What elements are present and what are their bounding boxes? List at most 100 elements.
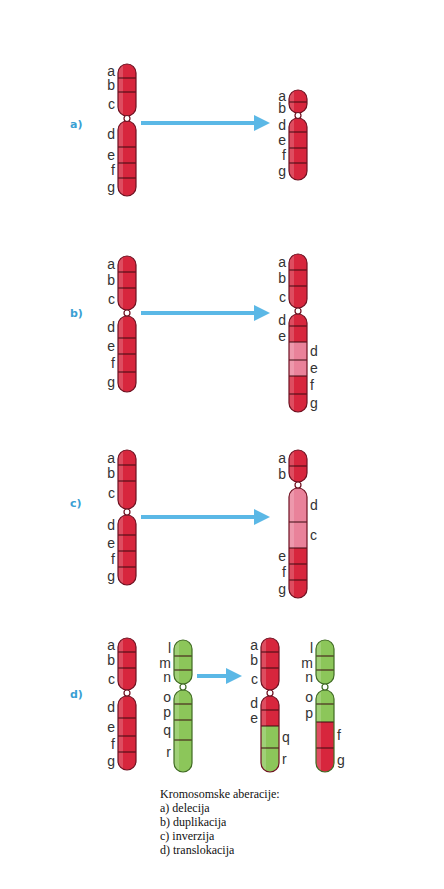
chromosome: abcdefg [101,635,139,773]
gene-letter: e [278,132,286,148]
gene-letter: f [282,564,286,580]
gene-letter: e [250,710,258,726]
panel-label: c) [70,497,82,510]
chromosome-drawing [101,253,139,395]
chromosome: lmnopqr [157,637,195,775]
gene-letter: e [107,147,115,163]
gene-letter: a [107,450,115,466]
aberration-arrow [141,121,258,125]
caption-item: a) delecija [160,801,210,815]
gene-letter: e [107,338,115,354]
gene-letter: d [107,126,115,142]
gene-letter: a [107,256,115,272]
gene-letter: m [159,655,171,671]
chromosome: abcde qr [244,635,296,775]
gene-letter: r [282,751,287,767]
gene-letter: b [107,272,115,288]
gene-letter: a [107,637,115,653]
gene-letter: c [279,289,286,305]
chromosome: abcdedefg [272,251,324,415]
gene-letter: c [108,485,115,501]
panel-label: b) [70,307,83,320]
gene-letter: d [107,699,115,715]
gene-letter: g [107,568,115,584]
gene-letter: a [107,63,115,79]
chromosome: abcdefg [101,61,139,199]
gene-letter: n [305,669,313,685]
gene-letter: m [301,655,313,671]
aberration-arrow [141,311,258,315]
gene-letter: b [278,100,286,116]
gene-letter: d [278,117,286,133]
gene-letter: l [310,640,313,656]
gene-letter: f [282,147,286,163]
gene-letter: d [107,319,115,335]
gene-letter: f [111,355,115,371]
gene-letter: p [163,704,171,720]
gene-letter: g [107,374,115,390]
gene-letter: b [250,652,258,668]
gene-letter: g [107,753,115,769]
chromosome: lmnop fg [299,637,351,775]
gene-letter: f [111,162,115,178]
chromosome: abdefg [272,87,310,183]
gene-letter: f [310,377,314,393]
gene-letter: n [163,669,171,685]
gene-letter: d [107,517,115,533]
gene-letter: o [163,689,171,705]
chromosome-drawing [272,87,310,183]
gene-letter: d [250,695,258,711]
gene-letter: b [107,77,115,93]
caption: Kromosomske aberacije: [160,787,280,801]
chromosome-drawing [101,635,139,773]
caption-item: d) translokacija [160,843,234,857]
chromosome: abcdefg [101,447,139,588]
gene-letter: q [163,722,171,738]
gene-letter: e [310,360,318,376]
aberration-arrow [141,515,258,519]
gene-letter: c [108,291,115,307]
caption-item: c) inverzija [160,829,214,843]
chromosome: ab dc efg [272,447,324,601]
gene-letter: p [305,705,313,721]
gene-letter: f [111,551,115,567]
chromosome-drawing [101,61,139,199]
gene-letter: r [166,744,171,760]
gene-letter: c [251,671,258,687]
gene-letter: b [278,270,286,286]
gene-letter: b [278,466,286,482]
gene-letter: a [250,637,258,653]
gene-letter: g [278,581,286,597]
gene-letter: b [107,652,115,668]
gene-letter: e [107,535,115,551]
gene-letter: d [278,312,286,328]
gene-letter: q [282,729,290,745]
gene-letter: g [278,163,286,179]
gene-letter: b [107,465,115,481]
gene-letter: f [111,736,115,752]
gene-letter: l [168,640,171,656]
gene-letter: o [305,689,313,705]
gene-letter: g [107,179,115,195]
aberration-arrow [197,674,230,678]
gene-letter: e [278,548,286,564]
gene-letter: e [278,328,286,344]
gene-letter: f [337,727,341,743]
gene-letter: d [310,497,318,513]
gene-letter: c [108,671,115,687]
gene-letter: g [337,752,345,768]
chromosome-drawing [101,447,139,588]
chromosome: abcdefg [101,253,139,395]
gene-letter: c [310,527,317,543]
panel-label: a) [70,118,82,131]
gene-letter: d [310,343,318,359]
gene-letter: e [107,719,115,735]
gene-letter: c [108,96,115,112]
caption-item: b) duplikacija [160,815,226,829]
gene-letter: g [310,395,318,411]
panel-label: d) [70,688,83,701]
gene-letter: a [278,450,286,466]
gene-letter: a [278,254,286,270]
